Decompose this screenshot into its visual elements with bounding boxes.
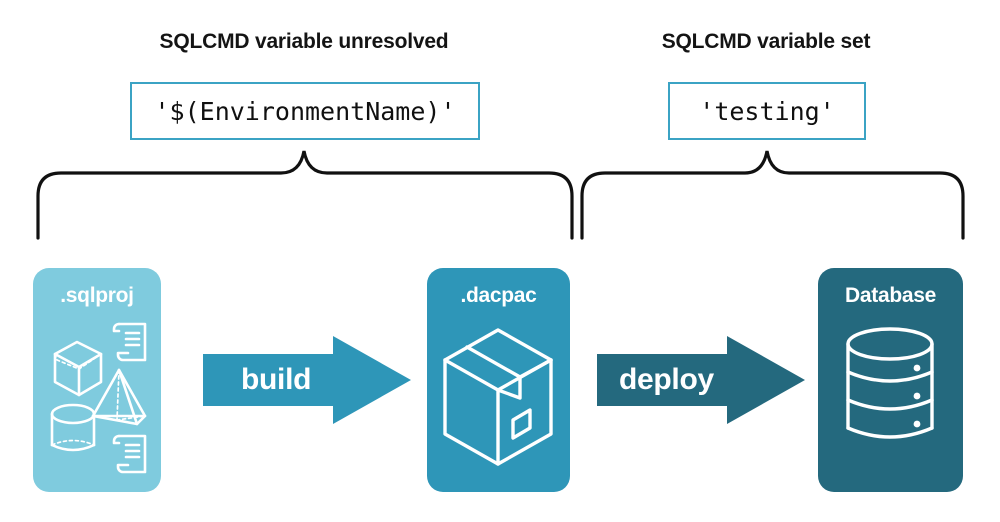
cube-wireframe-icon <box>53 340 103 397</box>
code-value-set: 'testing' <box>668 82 866 140</box>
brace-right <box>580 150 965 240</box>
pyramid-wireframe-icon <box>91 368 147 426</box>
artifact-sqlproj: .sqlproj <box>33 268 161 492</box>
group-title-unresolved: SQLCMD variable unresolved <box>159 30 449 53</box>
artifact-dacpac: .dacpac <box>427 268 570 492</box>
arrow-build-shape <box>203 336 411 424</box>
brace-left <box>36 150 574 240</box>
script-scroll-icon <box>112 434 147 474</box>
dacpac-package-art <box>443 328 553 466</box>
arrow-deploy-shape <box>597 336 805 424</box>
cylinder-wireframe-icon <box>50 403 96 452</box>
script-scroll-icon <box>112 322 147 362</box>
code-value-unresolved: '$(EnvironmentName)' <box>130 82 480 140</box>
group-title-set: SQLCMD variable set <box>661 30 871 53</box>
sqlproj-contents-art <box>50 322 147 474</box>
artifact-database-label: Database <box>845 284 936 307</box>
artifact-database: Database <box>818 268 963 492</box>
arrow-build: build <box>203 336 411 424</box>
artifact-dacpac-label: .dacpac <box>460 284 537 307</box>
database-cylinder-icon <box>846 327 934 439</box>
arrow-deploy: deploy <box>597 336 805 424</box>
database-art <box>846 327 934 439</box>
artifact-sqlproj-label: .sqlproj <box>60 284 134 307</box>
package-box-icon <box>443 328 553 466</box>
